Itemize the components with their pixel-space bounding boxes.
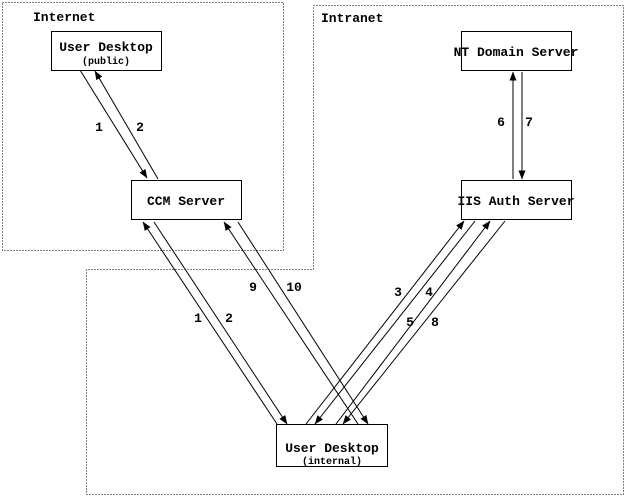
edge-2-ccm-to-public-desktop-line [94,70,159,180]
edge-label-8: 8 [431,315,439,330]
internet-zone-label: Internet [33,10,95,25]
node-user-desktop-public: User Desktop (public) [51,31,162,71]
edge-4-iis-to-internal-desktop-line [314,220,476,425]
edge-label-10: 10 [286,280,302,295]
node-iis-auth-server-box [461,180,572,220]
edge-label-6: 6 [497,115,505,130]
edge-1-internal-desktop-to-ccm-line [142,221,278,425]
internet-zone-border [2,2,284,251]
node-user-desktop-public-subtitle: (public) [82,56,130,68]
edge-10-ccm-to-internal-desktop-line [237,221,369,425]
edge-label-4: 4 [425,285,433,300]
edge-8-iis-to-internal-desktop-line [342,220,506,425]
node-user-desktop-internal: User Desktop (internal) [276,424,388,468]
edge-label-5: 5 [406,315,414,330]
edge-5-internal-desktop-to-iis-line [335,220,491,425]
edge-3-internal-desktop-to-iis-line [305,220,465,425]
node-user-desktop-internal-subtitle: (internal) [302,456,362,468]
edge-label-9: 9 [249,280,257,295]
node-iis-auth-server-title: IIS Auth Server [457,194,574,209]
node-ccm-server-box [131,180,242,220]
node-ccm-server: CCM Server [131,180,242,220]
edge-9-internal-desktop-to-ccm-line [223,221,359,425]
node-nt-domain-server: NT Domain Server [454,31,579,71]
node-ccm-server-title: CCM Server [147,194,225,209]
node-user-desktop-internal-title: User Desktop [285,441,379,456]
edge-label-7: 7 [525,115,533,130]
edge-label-1-internal: 1 [194,311,202,326]
edge-label-2-internal: 2 [225,311,233,326]
edge-label-2-public: 2 [136,120,144,135]
node-user-desktop-internal-box [276,424,388,467]
edge-label-1-public: 1 [95,120,103,135]
edge-2-ccm-to-internal-desktop-line [153,221,288,425]
intranet-zone-label: Intranet [321,11,383,26]
node-user-desktop-public-box [51,31,162,71]
node-iis-auth-server: IIS Auth Server [457,180,575,220]
edge-1-public-desktop-to-ccm-line [79,69,148,179]
intranet-zone-border [86,5,624,495]
node-user-desktop-public-title: User Desktop [59,40,153,55]
node-nt-domain-server-title: NT Domain Server [454,45,579,60]
edge-label-3: 3 [394,285,402,300]
node-nt-domain-server-box [461,31,572,71]
